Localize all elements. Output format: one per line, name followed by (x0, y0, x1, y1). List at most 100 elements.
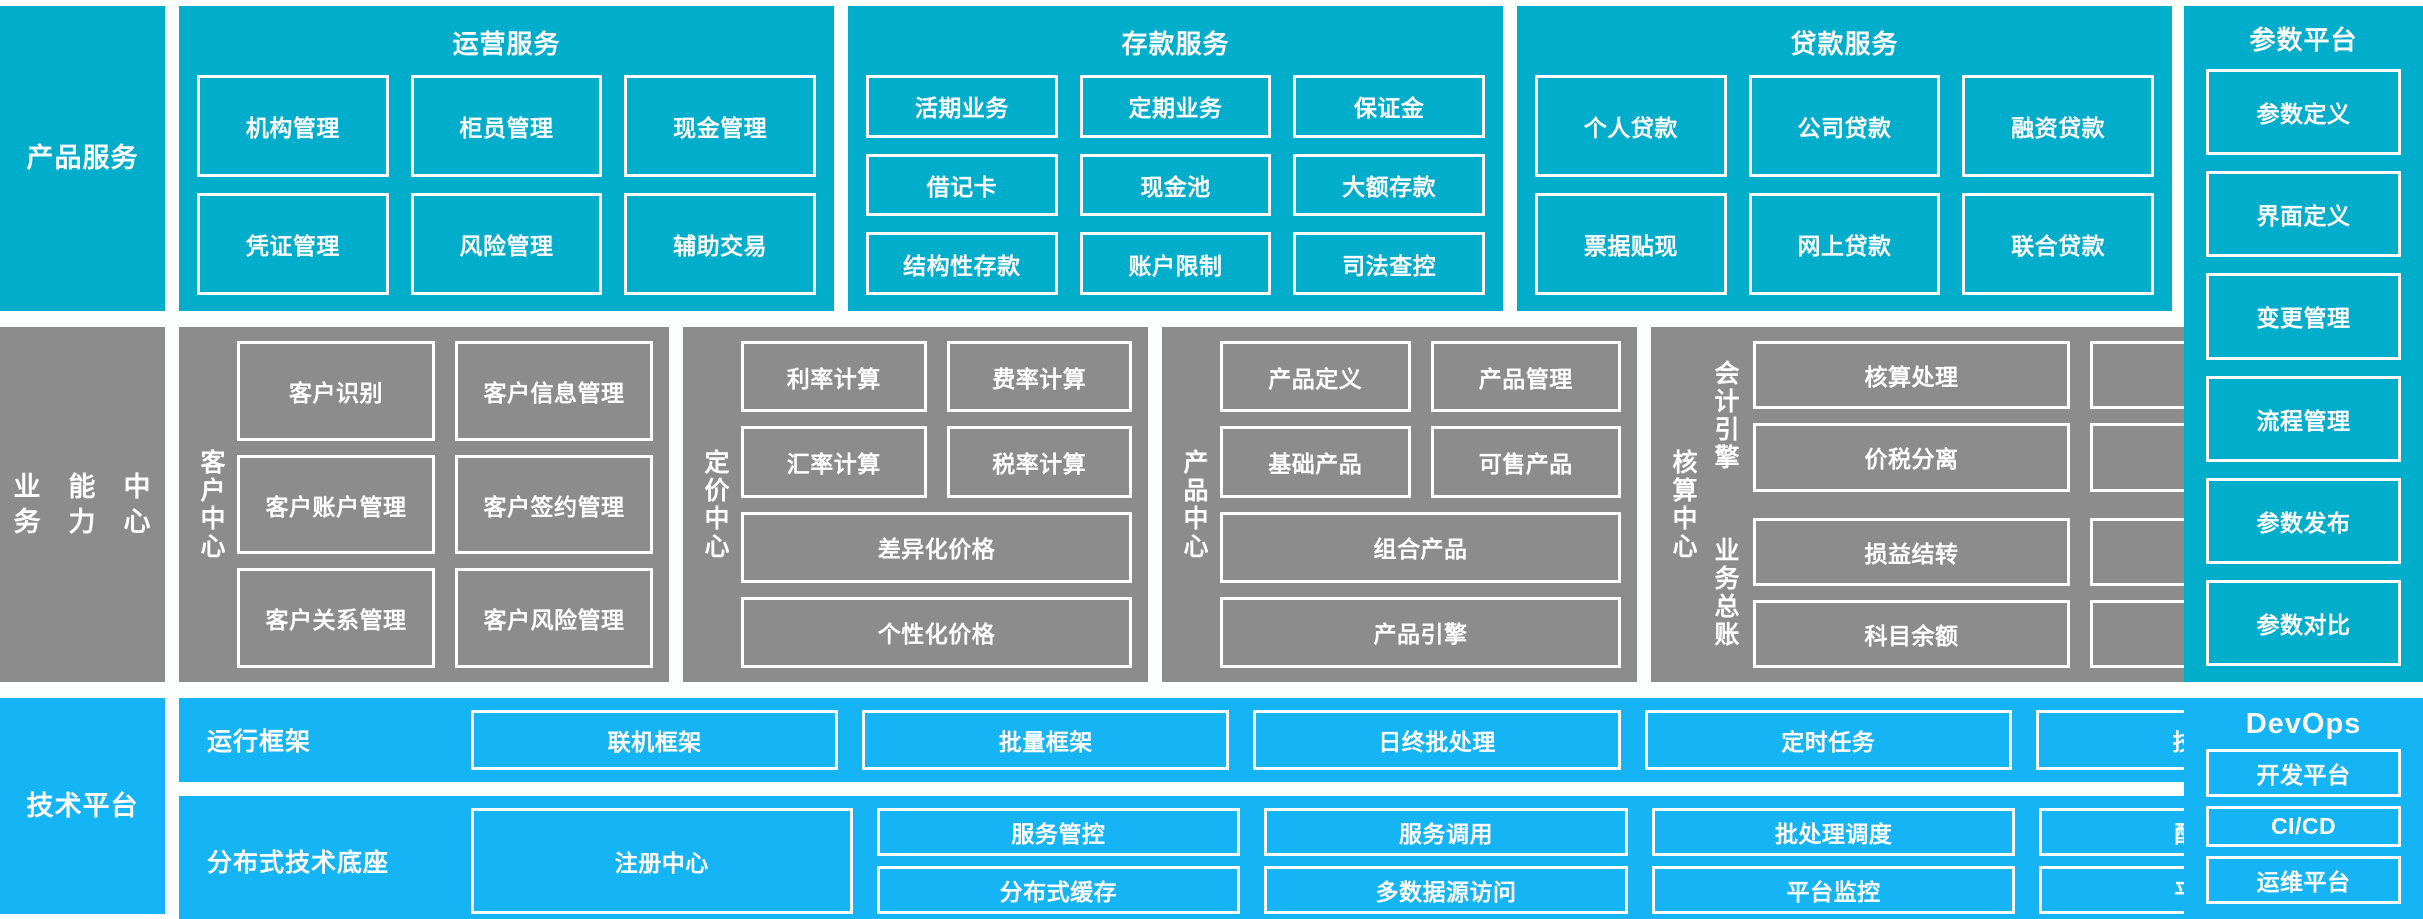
group-label-pricing-center: 定价中心 (704, 448, 730, 561)
cell-distributed-cache[interactable]: 分布式缓存 (876, 866, 1241, 914)
product-service-groups: 运营服务 机构管理 柜员管理 现金管理 凭证管理 风险管理 辅助交易 存款服务 (179, 6, 2423, 311)
cell-platform-monitoring[interactable]: 平台监控 (1651, 866, 2016, 914)
cell-loan-corporate[interactable]: 公司贷款 (1748, 75, 1941, 177)
group-deposit-services: 存款服务 活期业务 定期业务 保证金 借记卡 现金池 大额存款 结构性存款 账户 (848, 6, 1503, 311)
cell-pricing-exchange-rate[interactable]: 汇率计算 (741, 426, 927, 498)
cell-deposit-large-amount[interactable]: 大额存款 (1293, 153, 1486, 217)
cell-service-governance[interactable]: 服务管控 (876, 808, 1241, 856)
cell-loan-financing[interactable]: 融资贷款 (1962, 75, 2155, 177)
column-title-devops: DevOps (2245, 708, 2362, 740)
cell-customer-info-mgmt[interactable]: 客户信息管理 (455, 341, 653, 441)
cell-customer-contract-mgmt[interactable]: 客户签约管理 (455, 454, 653, 555)
stack-service-invocation: 服务调用 多数据源访问 (1264, 808, 1628, 914)
group-customer-center: 客户中心 客户识别 客户信息管理 客户账户管理 客户签约管理 客户关系管理 客户… (179, 327, 669, 682)
column-title-parameter-platform: 参数平台 (2249, 25, 2358, 55)
cell-registry-center[interactable]: 注册中心 (471, 808, 853, 914)
tech-rowlabel-distributed-base: 分布式技术底座 (207, 849, 390, 877)
pricing-row-2: 汇率计算 税率计算 (741, 426, 1132, 498)
cell-change-management[interactable]: 变更管理 (2206, 273, 2401, 360)
deposit-row-1: 活期业务 定期业务 保证金 (866, 75, 1486, 138)
loan-row-2: 票据贴现 网上贷款 联合贷款 (1535, 193, 2155, 295)
cell-operation-risk-mgmt[interactable]: 风险管理 (410, 193, 603, 295)
tech-platform-rows: 运行框架 联机框架 批量框架 日终批处理 定时任务 技术组件 分布式技术底座 注… (179, 698, 2423, 919)
band-business-capability: 业务能力中心 客户中心 客户识别 客户信息管理 客户账户管理 客户签约管理 客户… (0, 327, 2423, 682)
cell-pricing-interest-rate[interactable]: 利率计算 (741, 341, 927, 413)
cell-deposit-margin[interactable]: 保证金 (1293, 75, 1486, 138)
tech-rowlabel-runtime-framework: 运行框架 (207, 728, 312, 756)
cell-profit-loss-carryover[interactable]: 损益结转 (1753, 517, 2070, 586)
product-row-1: 产品定义 产品管理 (1220, 341, 1621, 413)
loan-services-grid: 个人贷款 公司贷款 融资贷款 票据贴现 网上贷款 联合贷款 (1535, 75, 2155, 295)
cell-batch-framework[interactable]: 批量框架 (862, 710, 1230, 770)
cell-customer-identification[interactable]: 客户识别 (237, 341, 435, 441)
cell-customer-account-mgmt[interactable]: 客户账户管理 (237, 454, 435, 555)
group-label-accounting-center: 核算中心 (1672, 448, 1698, 561)
cell-loan-syndicated[interactable]: 联合贷款 (1962, 193, 2155, 295)
cell-product-combined[interactable]: 组合产品 (1220, 511, 1621, 583)
band-product-service: 产品服务 运营服务 机构管理 柜员管理 现金管理 凭证管理 风险管理 辅助交易 (0, 6, 2423, 311)
cell-ci-cd[interactable]: CI/CD (2206, 806, 2401, 847)
cell-product-basic[interactable]: 基础产品 (1220, 426, 1411, 498)
cell-loan-online[interactable]: 网上贷款 (1748, 193, 1941, 295)
cell-accounting-processing[interactable]: 核算处理 (1753, 341, 2070, 410)
cell-product-management[interactable]: 产品管理 (1430, 341, 1621, 413)
deposit-services-grid: 活期业务 定期业务 保证金 借记卡 现金池 大额存款 结构性存款 账户限制 司法… (866, 75, 1486, 296)
cell-pricing-tax-rate[interactable]: 税率计算 (946, 426, 1132, 498)
cell-operation-cash-mgmt[interactable]: 现金管理 (624, 75, 817, 177)
cell-scheduled-task[interactable]: 定时任务 (1644, 710, 2012, 770)
cell-price-tax-separation[interactable]: 价税分离 (1753, 423, 2070, 492)
band-label-product-service: 产品服务 (0, 6, 165, 311)
cell-operation-aux-trade[interactable]: 辅助交易 (624, 193, 817, 295)
cell-operation-voucher-mgmt[interactable]: 凭证管理 (197, 193, 389, 295)
cell-loan-personal[interactable]: 个人贷款 (1535, 75, 1727, 177)
product-row-3: 组合产品 (1220, 511, 1621, 583)
cell-product-definition[interactable]: 产品定义 (1220, 341, 1411, 413)
cell-deposit-demand[interactable]: 活期业务 (866, 75, 1058, 138)
cell-operation-org-mgmt[interactable]: 机构管理 (197, 75, 389, 177)
cell-multi-datasource-access[interactable]: 多数据源访问 (1264, 866, 1628, 914)
cell-online-framework[interactable]: 联机框架 (471, 710, 839, 770)
cell-loan-bill-discount[interactable]: 票据贴现 (1535, 193, 1727, 295)
cell-dev-platform[interactable]: 开发平台 (2206, 749, 2401, 797)
cell-deposit-debit-card[interactable]: 借记卡 (866, 153, 1058, 217)
cell-deposit-cash-pool[interactable]: 现金池 (1079, 153, 1272, 217)
cell-customer-relationship-mgmt[interactable]: 客户关系管理 (237, 568, 435, 669)
cell-subject-balance[interactable]: 科目余额 (1753, 599, 2070, 668)
deposit-row-2: 借记卡 现金池 大额存款 (866, 153, 1486, 217)
cell-pricing-differentiated[interactable]: 差异化价格 (741, 511, 1132, 583)
cell-deposit-structured[interactable]: 结构性存款 (866, 232, 1058, 296)
cell-eod-batch-processing[interactable]: 日终批处理 (1253, 710, 1621, 770)
cell-customer-risk-mgmt[interactable]: 客户风险管理 (455, 568, 653, 669)
cell-param-definition[interactable]: 参数定义 (2206, 69, 2401, 156)
stack-batch-scheduling: 批处理调度 平台监控 (1651, 808, 2016, 914)
cell-pricing-personalized[interactable]: 个性化价格 (741, 596, 1132, 668)
operation-services-grid: 机构管理 柜员管理 现金管理 凭证管理 风险管理 辅助交易 (197, 75, 817, 295)
runtime-framework-cells: 联机框架 批量框架 日终批处理 定时任务 技术组件 (471, 710, 2404, 770)
cell-deposit-account-limit[interactable]: 账户限制 (1079, 232, 1272, 296)
cell-param-publish[interactable]: 参数发布 (2206, 477, 2401, 564)
group-pricing-center: 定价中心 利率计算 费率计算 汇率计算 税率计算 差异化价格 个性化价格 (683, 327, 1148, 682)
cell-ops-platform[interactable]: 运维平台 (2206, 856, 2401, 904)
subgroup-label-general-ledger: 业务总账 (1714, 536, 1740, 649)
cell-param-comparison[interactable]: 参数对比 (2206, 579, 2401, 667)
cell-ui-definition[interactable]: 界面定义 (2206, 171, 2401, 258)
cell-process-management[interactable]: 流程管理 (2206, 375, 2401, 462)
cell-pricing-fee-rate[interactable]: 费率计算 (946, 341, 1132, 413)
pricing-row-4: 个性化价格 (741, 596, 1132, 668)
cell-batch-scheduling[interactable]: 批处理调度 (1651, 808, 2016, 856)
product-center-grid: 产品定义 产品管理 基础产品 可售产品 组合产品 产品引擎 (1220, 341, 1621, 668)
cell-product-engine[interactable]: 产品引擎 (1220, 596, 1621, 668)
cell-product-sellable[interactable]: 可售产品 (1430, 426, 1621, 498)
cell-deposit-judicial[interactable]: 司法查控 (1293, 232, 1486, 296)
distributed-base-cells: 注册中心 服务管控 分布式缓存 服务调用 多数据源访问 批处理调度 平台监控 (471, 808, 2403, 914)
cell-deposit-time[interactable]: 定期业务 (1079, 75, 1272, 138)
cell-service-invocation[interactable]: 服务调用 (1264, 808, 1628, 856)
pricing-center-grid: 利率计算 费率计算 汇率计算 税率计算 差异化价格 个性化价格 (741, 341, 1132, 668)
band-label-business-capability: 业务能力中心 (0, 327, 165, 682)
cell-operation-teller-mgmt[interactable]: 柜员管理 (410, 75, 603, 177)
group-loan-services: 贷款服务 个人贷款 公司贷款 融资贷款 票据贴现 网上贷款 联合贷款 (1517, 6, 2172, 311)
group-product-center: 产品中心 产品定义 产品管理 基础产品 可售产品 组合产品 产品引擎 (1162, 327, 1637, 682)
band-label-tech-platform: 技术平台 (0, 698, 165, 914)
column-parameter-platform: 参数平台 参数定义 界面定义 变更管理 流程管理 参数发布 参数对比 (2184, 6, 2423, 682)
pricing-row-1: 利率计算 费率计算 (741, 341, 1132, 413)
